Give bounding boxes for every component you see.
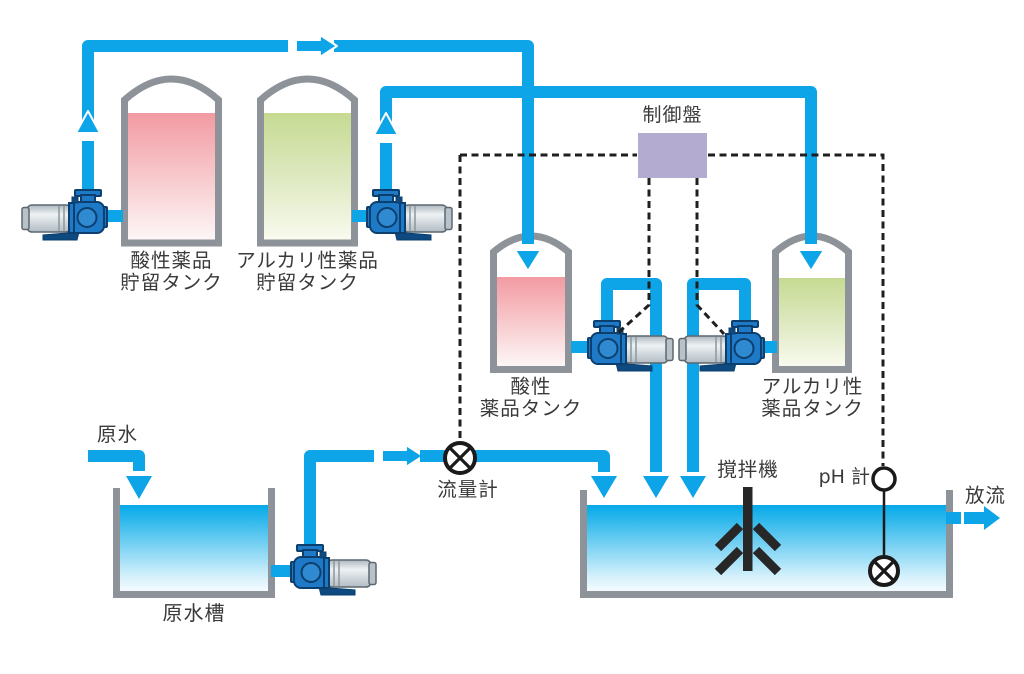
- flow-arrow-right: [381, 444, 424, 468]
- flow-arrow-down: [643, 476, 669, 498]
- control-panel-box: [638, 133, 707, 178]
- alkali-dosing-tank-label: アルカリ性 薬品タンク: [761, 375, 864, 421]
- alkali-liquid: [264, 113, 351, 240]
- alkali-storage-tank-label: アルカリ性薬品 貯留タンク: [236, 249, 379, 295]
- acid-dosing-tank: [490, 232, 572, 373]
- flow-arrow-down: [797, 249, 825, 272]
- alkali-transfer-pump: [366, 189, 453, 241]
- ph-sensor-icon: [868, 555, 900, 587]
- acid-storage-tank: [121, 75, 222, 247]
- flow-meter-label: 流量計: [437, 478, 499, 501]
- agitator-icon: [714, 487, 782, 576]
- flow-arrow-down: [591, 476, 617, 498]
- raw-water-tank: [113, 488, 275, 598]
- alkali-liquid: [779, 278, 845, 366]
- acid-dosing-tank-label: 酸性 薬品タンク: [479, 375, 583, 421]
- flow-arrow-down: [514, 249, 542, 272]
- alkali-storage-tank: [257, 75, 358, 247]
- flow-arrow-down: [126, 476, 152, 499]
- raw-water-tank-label: 原水槽: [162, 601, 226, 625]
- alkali-dosing-tank: [772, 232, 852, 373]
- agitator-label: 撹拌機: [717, 458, 779, 481]
- control-panel-label: 制御盤: [642, 104, 703, 126]
- flow-meter-icon: [443, 441, 477, 475]
- flow-arrow-right: [295, 34, 338, 58]
- raw-water-fill: [120, 505, 268, 591]
- flow-arrow-down: [680, 476, 706, 498]
- acid-liquid: [497, 277, 565, 366]
- flow-arrow-up: [373, 112, 399, 136]
- raw-water-pump: [290, 544, 377, 596]
- acid-transfer-pump: [21, 189, 108, 241]
- ph-meter-label: pH 計: [818, 466, 870, 488]
- acid-storage-tank-label: 酸性薬品 貯留タンク: [120, 249, 223, 295]
- discharge-label: 放流: [964, 484, 1006, 507]
- flow-arrow-right: [964, 506, 1000, 530]
- control-signal-lines: [458, 153, 885, 466]
- neutralization-tank: [580, 490, 953, 598]
- acid-liquid: [128, 113, 215, 240]
- raw-water-label: 原水: [96, 423, 138, 446]
- pipes: [75, 34, 1000, 577]
- flow-arrow-up: [75, 110, 101, 134]
- ph-meter-icon: [868, 466, 900, 587]
